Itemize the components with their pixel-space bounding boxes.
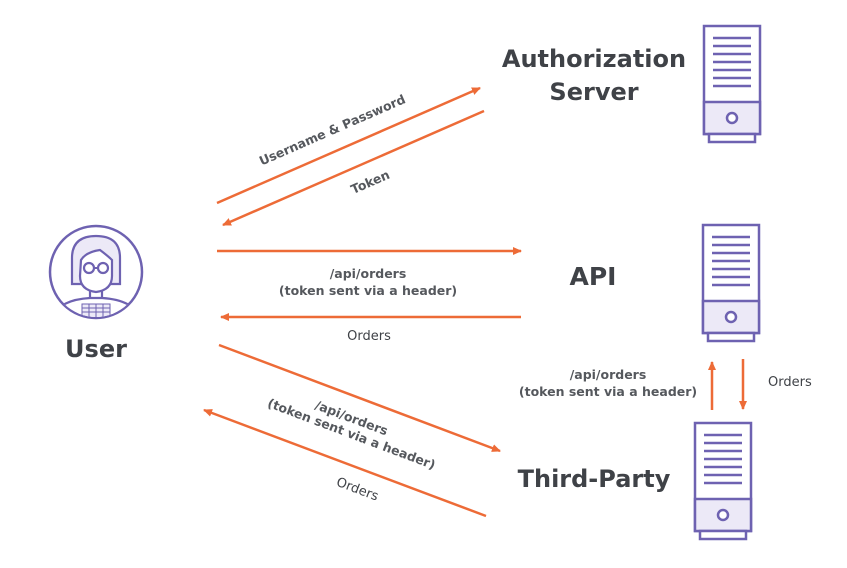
server-icon: [701, 223, 761, 343]
api-node: API: [570, 223, 761, 343]
third-party-label: Third-Party: [518, 465, 671, 493]
edge-label-orders: Orders: [334, 475, 380, 505]
arrow-auth-to-user: [222, 109, 485, 227]
arrow-third-party-to-user: [203, 408, 487, 518]
edge-label-token-header: (token sent via a header): [519, 384, 697, 399]
api-label: API: [570, 262, 617, 291]
edge-label-token-header: (token sent via a header): [279, 283, 457, 298]
edge-label-orders: Orders: [768, 375, 812, 390]
arrow-user-to-third-party: [218, 343, 501, 453]
server-icon: [693, 421, 753, 541]
authorization-server-label-line1: Authorization: [502, 45, 686, 73]
arrow-user-to-auth: [216, 86, 481, 205]
authorization-server-node: Authorization Server: [502, 24, 762, 144]
user-node: User: [48, 224, 144, 363]
edge-label-api-orders: /api/orders: [330, 266, 407, 281]
authorization-server-label-line2: Server: [549, 78, 638, 106]
edge-label-api-orders: /api/orders: [570, 367, 647, 382]
user-label: User: [65, 335, 127, 363]
edge-label-token-header: (token sent via a header): [266, 395, 438, 472]
third-party-node: Third-Party: [518, 421, 753, 541]
edge-label-orders: Orders: [347, 329, 391, 344]
user-avatar-icon: [48, 224, 144, 320]
edge-label-token: Token: [348, 167, 391, 197]
server-icon: [702, 24, 762, 144]
